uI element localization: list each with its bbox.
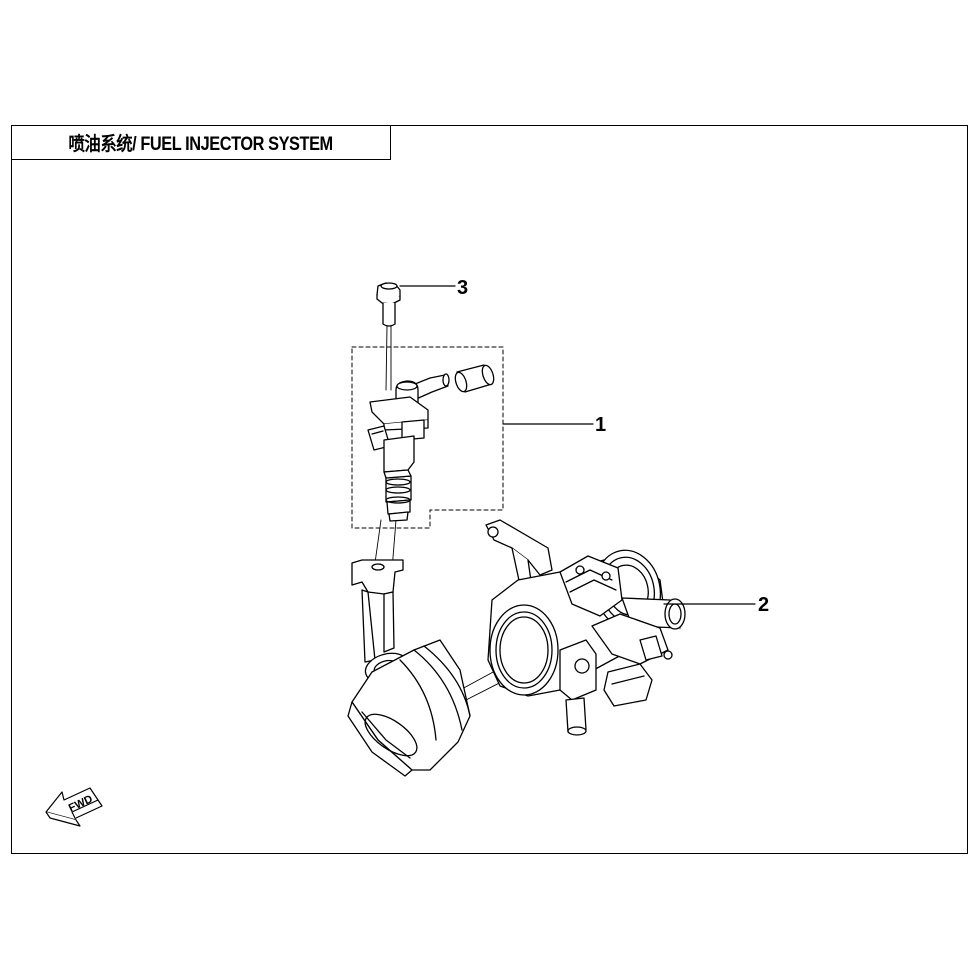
fuel-injector-part[interactable]: [367, 364, 496, 522]
callout-1: 1: [595, 414, 606, 436]
callout-3: 3: [457, 277, 468, 299]
injector-assembly-outline: [351, 346, 504, 529]
bolt-part[interactable]: [376, 282, 401, 327]
callout-leaders: [399, 285, 756, 605]
callout-2: 2: [758, 594, 769, 616]
title-box: 喷油系统/ FUEL INJECTOR SYSTEM: [11, 125, 391, 160]
forward-direction-arrow: [45, 787, 103, 827]
diagram-frame: [11, 125, 968, 854]
throttle-body-part[interactable]: [485, 519, 686, 736]
intake-manifold-part[interactable]: [347, 559, 471, 777]
page-title: 喷油系统/ FUEL INJECTOR SYSTEM: [68, 134, 334, 155]
